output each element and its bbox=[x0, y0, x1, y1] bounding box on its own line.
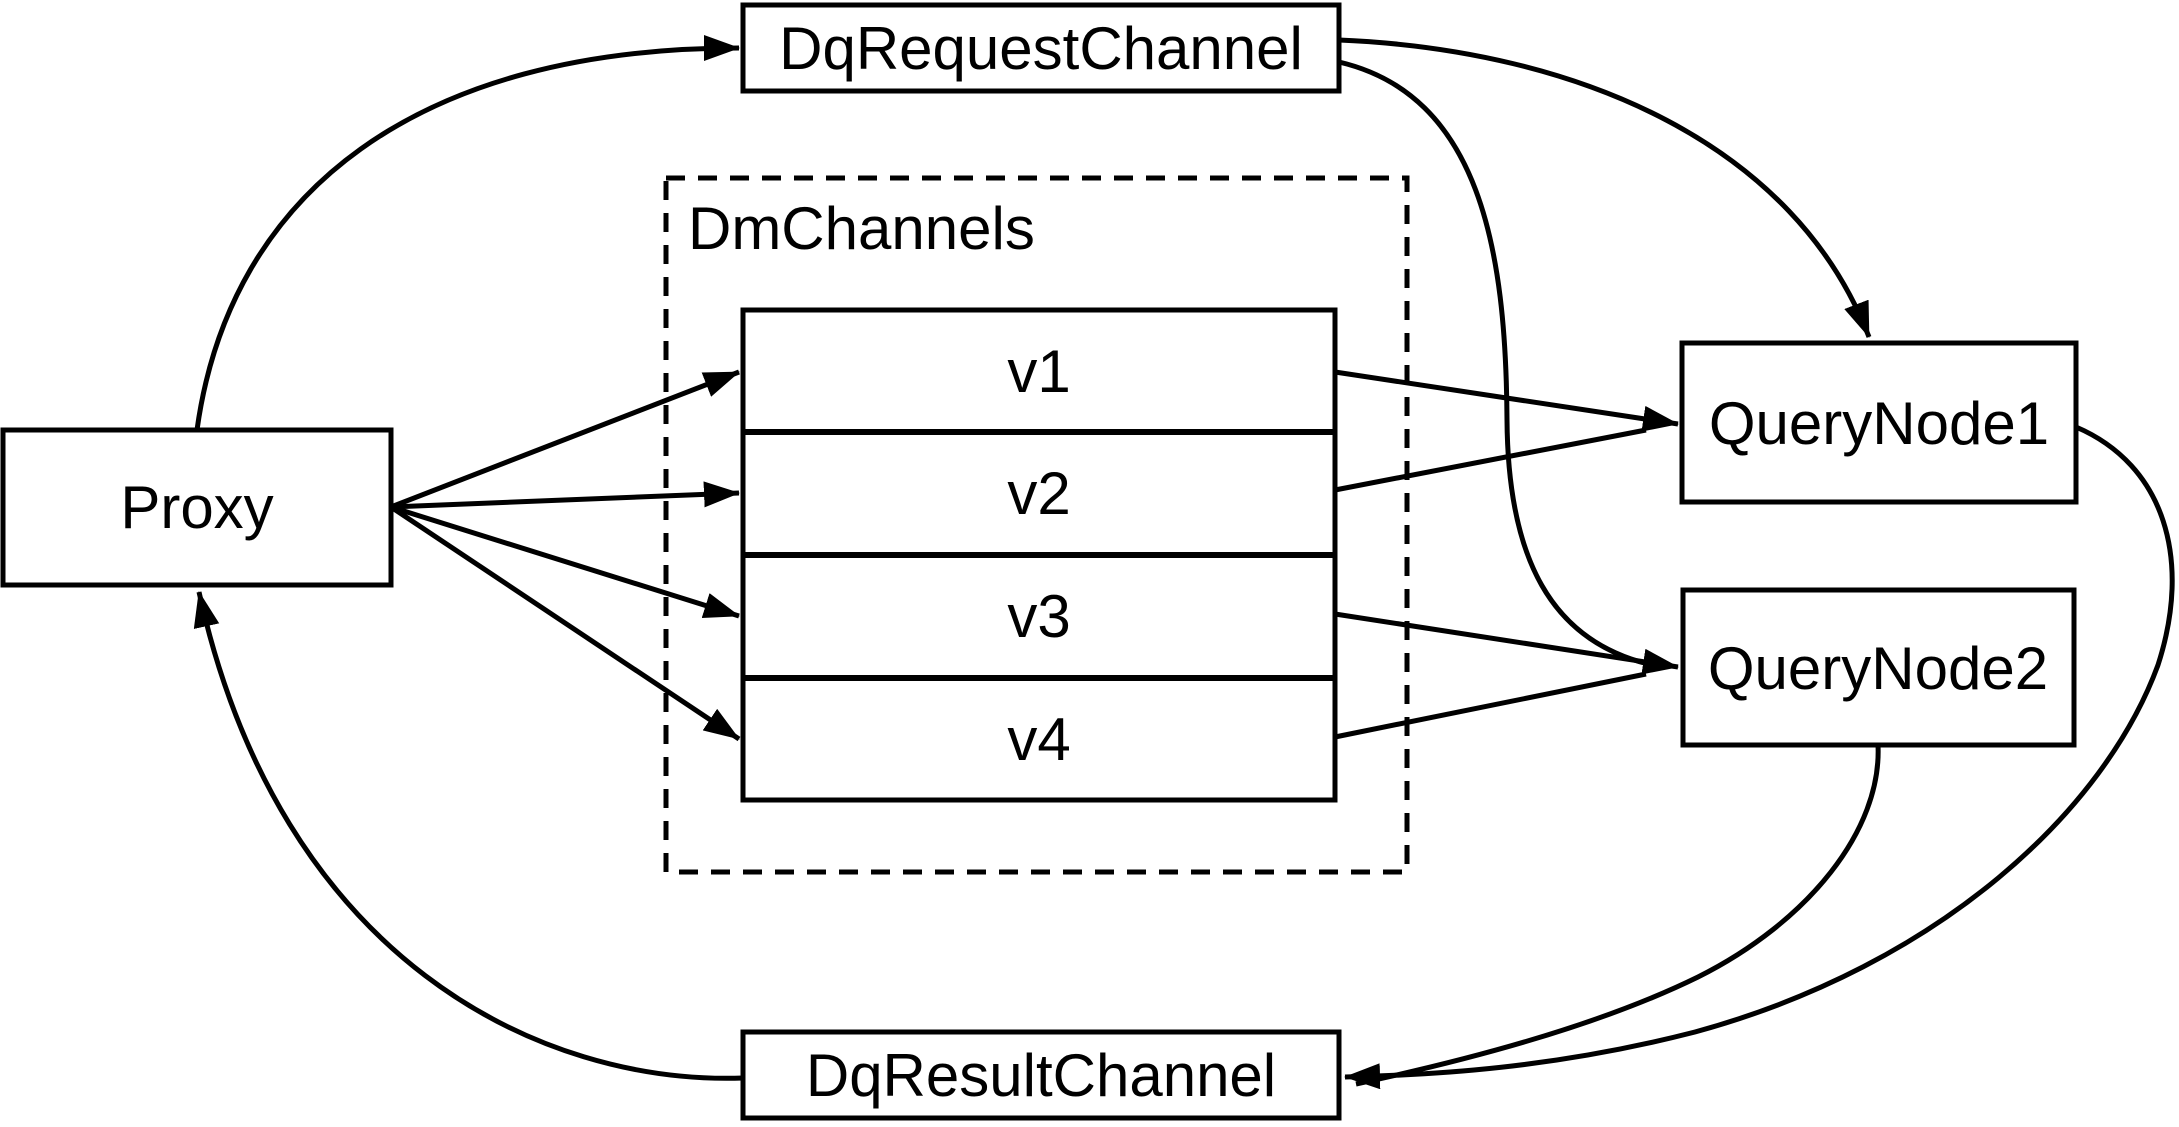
channel-v4-label: v4 bbox=[1007, 706, 1070, 773]
dqrequestchannel-label: DqRequestChannel bbox=[779, 15, 1303, 82]
edge-proxy-to-dqrequestchannel bbox=[194, 35, 740, 431]
channel-v2-label: v2 bbox=[1007, 460, 1070, 527]
dm-channels-label: DmChannels bbox=[688, 195, 1035, 262]
edge-proxy-to-v2 bbox=[390, 481, 740, 510]
edge-proxy-to-v1 bbox=[390, 369, 740, 510]
edge-querynode1-to-dqresultchannel bbox=[1344, 424, 2175, 1090]
edge-v3-to-querynode2 bbox=[1334, 611, 1679, 675]
dqresultchannel-label: DqResultChannel bbox=[806, 1042, 1276, 1109]
channel-v1-label: v1 bbox=[1007, 338, 1070, 405]
dqresultchannel-box bbox=[740, 1029, 1342, 1121]
querynode2-box bbox=[1680, 587, 2077, 748]
edge-v4-to-querynode2 bbox=[1334, 671, 1647, 740]
edge-v2-to-querynode1 bbox=[1334, 427, 1647, 493]
node-proxy: Proxy bbox=[0, 427, 394, 588]
node-querynode1: QueryNode1 bbox=[1679, 340, 2079, 505]
node-dqresultchannel: DqResultChannel bbox=[740, 1029, 1342, 1121]
proxy-box bbox=[0, 427, 394, 588]
node-querynode2: QueryNode2 bbox=[1680, 587, 2077, 748]
edge-dqrequestchannel-to-querynode2 bbox=[1338, 59, 1649, 667]
dm-channels-group: DmChannels v1 v2 v3 v4 bbox=[663, 175, 1410, 875]
edge-proxy-to-v3 bbox=[390, 504, 740, 619]
dqrequestchannel-box bbox=[740, 2, 1342, 94]
edge-dqrequestchannel-to-querynode1 bbox=[1338, 37, 1872, 338]
querynode2-label: QueryNode2 bbox=[1708, 635, 2048, 702]
edge-proxy-to-v4 bbox=[389, 504, 741, 742]
querynode1-box bbox=[1679, 340, 2079, 505]
proxy-label: Proxy bbox=[120, 474, 273, 541]
channel-v3-label: v3 bbox=[1007, 583, 1070, 650]
dm-channels-border bbox=[663, 175, 1410, 875]
edge-dqresultchannel-to-proxy bbox=[193, 591, 744, 1081]
node-dqrequestchannel: DqRequestChannel bbox=[740, 2, 1342, 94]
edge-querynode2-to-dqresultchannel bbox=[1355, 744, 1881, 1087]
querynode1-label: QueryNode1 bbox=[1709, 390, 2049, 457]
